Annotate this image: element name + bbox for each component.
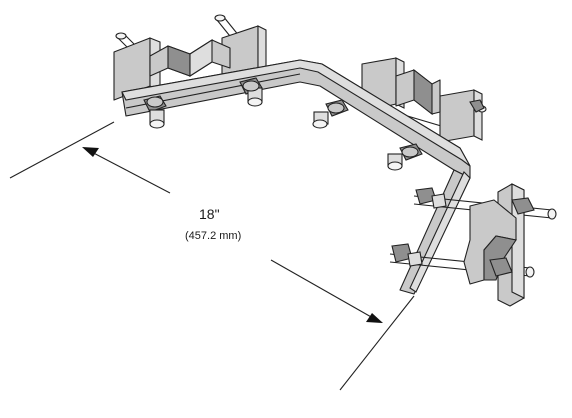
bolt-3 [312, 99, 349, 129]
arrowhead-right [366, 313, 383, 323]
bolt-4 [387, 143, 423, 171]
clamp-assembly-upper-right [359, 57, 487, 143]
bolt-2 [239, 77, 263, 107]
arrowhead-left [82, 147, 99, 157]
dimension-label-inches: 18" [199, 206, 220, 222]
clamp-assembly-lower-right [389, 183, 557, 307]
clamp-assembly-left [113, 14, 267, 101]
dimension-lines [9, 121, 415, 391]
bolt-1 [143, 95, 167, 129]
dimension-label-millimeters: (457.2 mm) [185, 230, 242, 242]
